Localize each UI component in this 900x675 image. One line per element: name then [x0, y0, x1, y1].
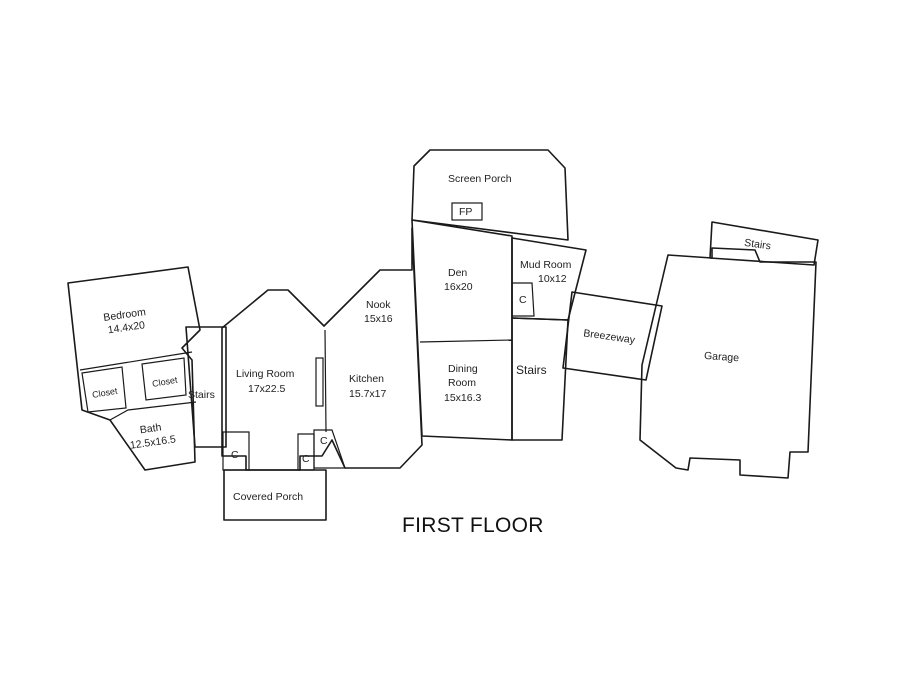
living-room-label: Living Room: [236, 368, 295, 380]
closet-right-label: Closet: [151, 375, 178, 389]
mud-closet-wall: [511, 282, 535, 317]
closet-left-wall: [81, 366, 127, 413]
covered-porch-label: Covered Porch: [233, 491, 303, 503]
kitchen-label: Kitchen: [349, 373, 384, 385]
stairs-center-label: Stairs: [516, 363, 547, 377]
den-label: Den: [448, 267, 467, 279]
nook-label: Nook: [366, 299, 391, 311]
breezeway-label: Breezeway: [583, 327, 637, 346]
closet-c1-label: C: [231, 449, 239, 461]
bedroom-divider: [79, 351, 193, 371]
screen-porch-label: Screen Porch: [448, 173, 512, 185]
center-block: [411, 149, 587, 441]
west-wing: [67, 266, 227, 471]
garage-label: Garage: [704, 350, 740, 364]
closet-left-label: Closet: [91, 386, 118, 400]
mud-room-size: 10x12: [538, 273, 567, 285]
den-dining-divider: [419, 339, 513, 343]
covered-porch-wall: [223, 469, 327, 521]
dining-room-label-line2: Room: [448, 377, 476, 389]
bath-label: Bath: [139, 421, 162, 436]
stairs-garage-label: Stairs: [743, 237, 771, 253]
fireplace-box: [451, 202, 483, 221]
center-stairs-wall: [511, 317, 569, 441]
kitchen-island: [315, 357, 324, 407]
closet-mud-label: C: [519, 294, 527, 306]
closet-c3-wall: [313, 429, 346, 469]
den-size: 16x20: [444, 281, 473, 293]
core-divider: [324, 329, 327, 433]
kitchen-size: 15.7x17: [349, 388, 387, 400]
stairs-west-label: Stairs: [188, 389, 215, 401]
core-outline: [221, 227, 423, 471]
dining-room-label: Dining: [448, 363, 478, 375]
bath-size: 12.5x16.5: [129, 433, 177, 451]
living-room-size: 17x22.5: [248, 383, 286, 395]
core: [221, 227, 423, 521]
garage-wall: [639, 247, 817, 479]
bath-divider: [109, 401, 197, 421]
closet-c2-label: C: [302, 453, 310, 465]
closet-c3-label: C: [320, 435, 328, 447]
mud-room-label: Mud Room: [520, 259, 572, 271]
closet-right-wall: [141, 357, 187, 401]
dining-room-size: 15x16.3: [444, 392, 482, 404]
fireplace-label: FP: [459, 206, 472, 218]
garage-stairs-wall: [709, 221, 819, 266]
den-dining-wall: [411, 219, 513, 441]
floor-title: FIRST FLOOR: [402, 514, 544, 537]
bedroom-label: Bedroom: [103, 306, 147, 324]
west-stairs-wall: [185, 326, 227, 448]
breezeway-wall: [562, 291, 663, 381]
garage-block: [639, 221, 819, 479]
screen-porch-wall: [411, 149, 569, 241]
bedroom-size: 14.4x20: [107, 319, 146, 336]
nook-size: 15x16: [364, 313, 393, 325]
bedroom-wall: [67, 266, 201, 471]
